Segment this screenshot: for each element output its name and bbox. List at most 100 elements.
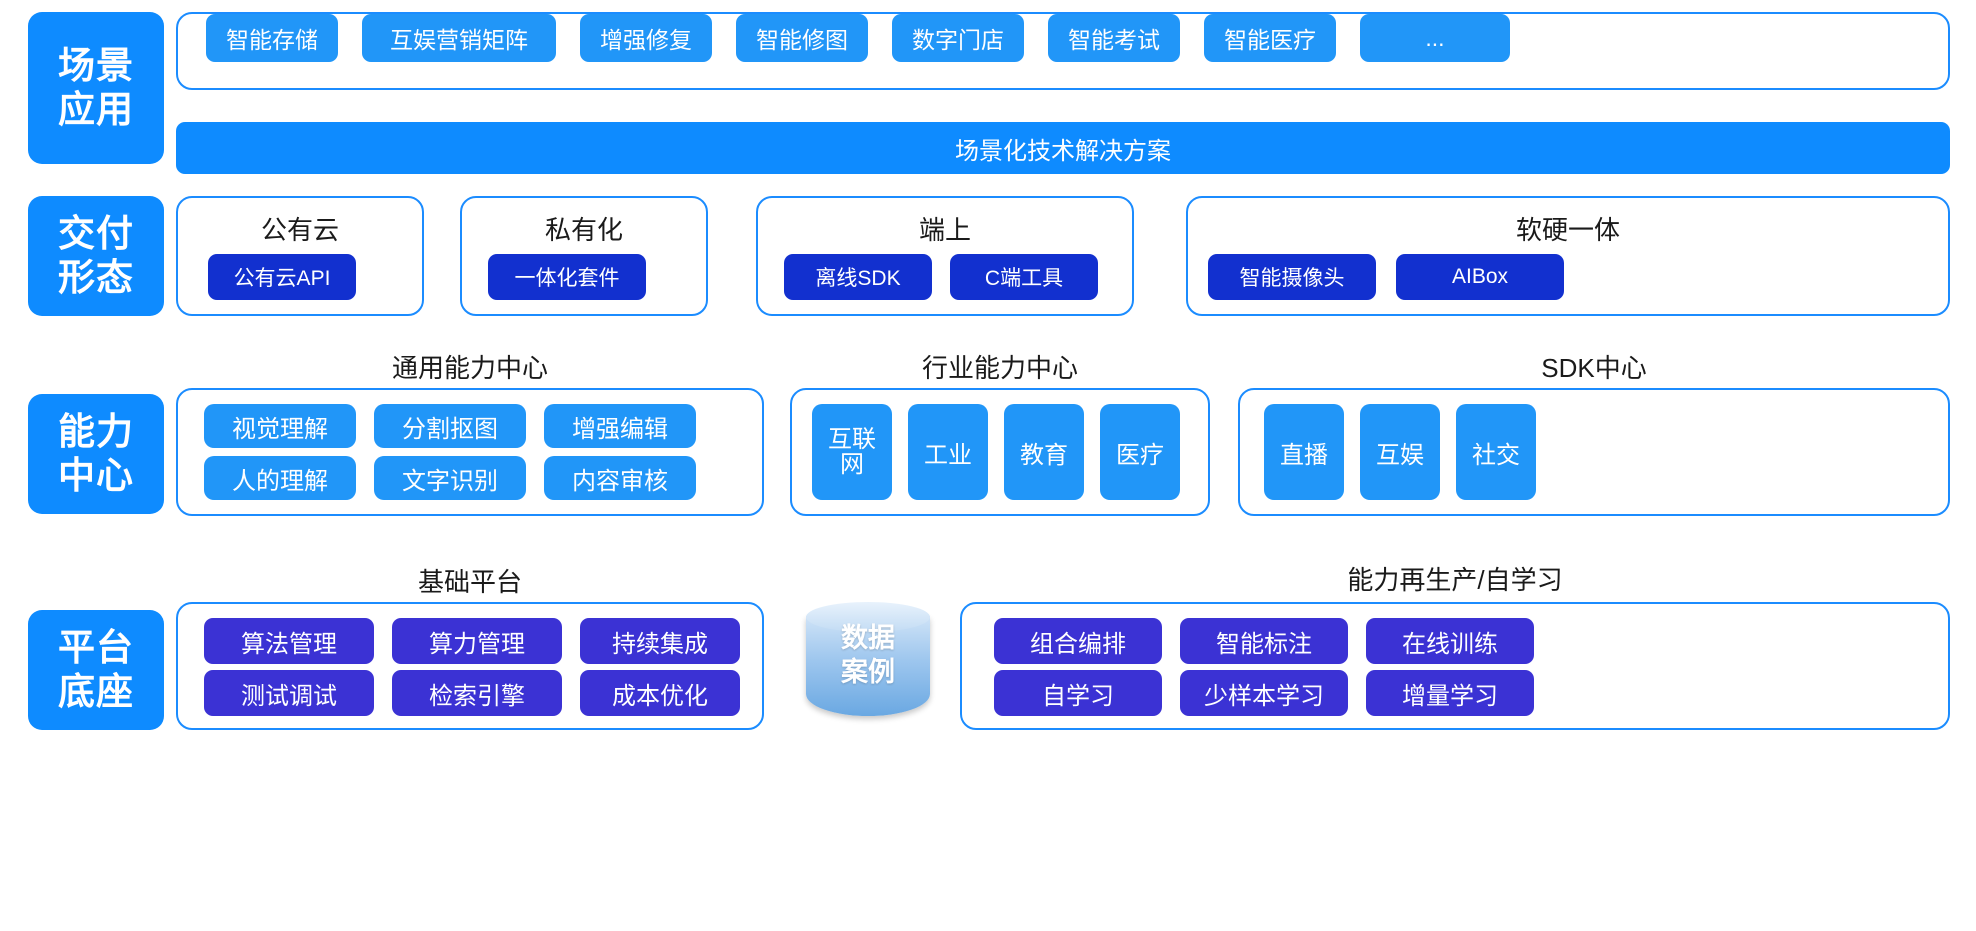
delivery-inner-pill-label: C端工具	[984, 267, 1064, 290]
capability-pill[interactable]: 文字识别	[374, 456, 526, 500]
capability-group-box: 直播 互娱 社交	[1238, 388, 1950, 516]
cylinder-label-line2: 案例	[841, 656, 895, 687]
platform-pill[interactable]: 自学习	[994, 670, 1162, 716]
platform-pill-label: 检索引擎	[429, 682, 525, 710]
platform-pill[interactable]: 检索引擎	[392, 670, 562, 716]
capability-pill[interactable]: 互娱	[1360, 404, 1440, 500]
delivery-card: 公有云公有云API	[176, 196, 424, 316]
scene-app-pill[interactable]: 数字门店	[892, 14, 1024, 62]
platform-pill[interactable]: 算法管理	[204, 618, 374, 664]
delivery-card-title: 私有化	[544, 215, 623, 245]
cylinder-body	[806, 616, 930, 716]
capability-pill-label: 分割抠图	[402, 415, 498, 443]
rail-scene-line2: 应用	[58, 89, 134, 130]
platform-pill-label: 少样本学习	[1204, 682, 1324, 710]
scene-app-pill[interactable]: 增强修复	[580, 14, 712, 62]
platform-pill[interactable]: 成本优化	[580, 670, 740, 716]
platform-pill-label: 成本优化	[612, 682, 708, 710]
cylinder-label-line1: 数据	[841, 623, 895, 653]
rail-delivery-line2: 形态	[58, 257, 134, 298]
capability-pill-label: 医疗	[1116, 441, 1164, 469]
capability-pill[interactable]: 直播	[1264, 404, 1344, 500]
capability-pill[interactable]: 增强编辑	[544, 404, 696, 448]
capability-group-title: 通用能力中心	[391, 353, 548, 383]
scene-app-pill[interactable]: 智能存储	[206, 14, 338, 62]
delivery-card: 私有化一体化套件	[460, 196, 708, 316]
capability-pill-label: 教育	[1020, 441, 1068, 469]
platform-pill-label: 持续集成	[612, 630, 708, 658]
rail-capability-line1: 能力	[58, 411, 134, 453]
platform-pill-label: 增量学习	[1402, 682, 1498, 710]
delivery-card-title: 公有云	[260, 215, 339, 245]
platform-pill[interactable]: 组合编排	[994, 618, 1162, 664]
rail-label-platform: 平台 底座	[28, 610, 164, 730]
delivery-inner-pill[interactable]: 公有云API	[208, 254, 356, 300]
capability-pill[interactable]: 内容审核	[544, 456, 696, 500]
capability-group-box: 视觉理解 分割抠图 增强编辑人的理解 文字识别 内容审核	[176, 388, 764, 516]
scene-app-pill[interactable]: 互娱营销矩阵	[362, 14, 556, 62]
scene-app-pill-label: 智能存储	[226, 27, 318, 53]
scene-solution-bar-label: 场景化技术解决方案	[955, 137, 1171, 165]
capability-pill[interactable]: 互联网	[812, 404, 892, 500]
rail-label-capability: 能力 中心	[28, 394, 164, 514]
scene-app-pill-label: 增强修复	[600, 27, 692, 53]
scene-app-pill[interactable]: 智能考试	[1048, 14, 1180, 62]
delivery-card-title: 端上	[918, 215, 971, 245]
capability-pill[interactable]: 人的理解	[204, 456, 356, 500]
capability-pill-label: 内容审核	[572, 467, 668, 495]
platform-group-title: 基础平台	[417, 567, 522, 597]
capability-pill-label: 人的理解	[232, 467, 328, 495]
delivery-card: 端上离线SDK C端工具	[756, 196, 1134, 316]
scene-app-pill-label: 智能考试	[1068, 27, 1160, 53]
capability-pill-label: 互娱	[1376, 441, 1424, 469]
capability-pill-label: 工业	[924, 441, 972, 469]
capability-pill-label: 增强编辑	[572, 415, 668, 443]
rail-label-delivery: 交付 形态	[28, 196, 164, 316]
capability-pill[interactable]: 医疗	[1100, 404, 1180, 500]
capability-pill[interactable]: 工业	[908, 404, 988, 500]
scene-app-pill[interactable]: 智能医疗	[1204, 14, 1336, 62]
delivery-inner-pill-label: 公有云API	[233, 267, 331, 290]
capability-pill-label: 文字识别	[402, 467, 498, 495]
platform-pill[interactable]: 算力管理	[392, 618, 562, 664]
platform-group-box: 算法管理算力管理 持续集成测试调试 检索引擎 成本优化	[176, 602, 764, 730]
data-cases-cylinder: 数据 案例	[806, 600, 930, 728]
capability-pill-label: 社交	[1472, 441, 1520, 469]
delivery-inner-pill-label: 一体化套件	[514, 267, 620, 290]
capability-pill-label: 视觉理解	[232, 415, 328, 443]
capability-pill[interactable]: 视觉理解	[204, 404, 356, 448]
capability-group-title: SDK中心	[1541, 353, 1647, 383]
rail-platform-line1: 平台	[58, 627, 134, 669]
rail-platform-line2: 底座	[58, 671, 134, 712]
scene-app-pill-label: 数字门店	[912, 27, 1004, 53]
capability-pill[interactable]: 教育	[1004, 404, 1084, 500]
scene-solution-bar[interactable]: 场景化技术解决方案	[176, 122, 1950, 174]
platform-pill[interactable]: 增量学习	[1366, 670, 1534, 716]
scene-app-pill[interactable]: ...	[1360, 14, 1510, 62]
delivery-inner-pill[interactable]: 智能摄像头	[1208, 254, 1376, 300]
rail-delivery-line1: 交付	[58, 213, 134, 255]
scene-app-pill[interactable]: 智能修图	[736, 14, 868, 62]
cylinder-top-ellipse	[806, 602, 930, 632]
platform-pill[interactable]: 持续集成	[580, 618, 740, 664]
delivery-inner-pill-label: 智能摄像头	[1239, 267, 1345, 290]
platform-pill[interactable]: 少样本学习	[1180, 670, 1348, 716]
platform-group-title: 能力再生产/自学习	[1347, 565, 1563, 595]
delivery-card-title: 软硬一体	[1515, 215, 1620, 245]
delivery-inner-pill[interactable]: 离线SDK	[784, 254, 932, 300]
delivery-inner-pill[interactable]: AIBox	[1396, 254, 1564, 300]
platform-pill[interactable]: 测试调试	[204, 670, 374, 716]
delivery-inner-pill-label: AIBox	[1451, 265, 1509, 288]
delivery-inner-pill[interactable]: C端工具	[950, 254, 1098, 300]
platform-pill-label: 组合编排	[1030, 630, 1126, 658]
platform-pill[interactable]: 在线训练	[1366, 618, 1534, 664]
capability-pill[interactable]: 分割抠图	[374, 404, 526, 448]
delivery-inner-pill[interactable]: 一体化套件	[488, 254, 646, 300]
scene-app-pill-label: ...	[1425, 24, 1445, 51]
capability-pill[interactable]: 社交	[1456, 404, 1536, 500]
platform-pill[interactable]: 智能标注	[1180, 618, 1348, 664]
rail-scene-line1: 场景	[58, 45, 134, 87]
capability-group-box: 互联网 工业 教育 医疗	[790, 388, 1210, 516]
delivery-card: 软硬一体智能摄像头 AIBox	[1186, 196, 1950, 316]
platform-pill-label: 测试调试	[241, 682, 337, 710]
